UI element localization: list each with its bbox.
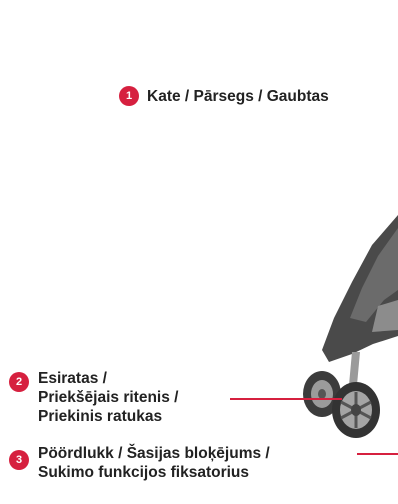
stroller-seat-panel — [372, 300, 398, 332]
callout-2-line-1: Esiratas / — [38, 370, 107, 387]
callout-3-number: 3 — [15, 454, 23, 466]
callout-1-badge: 1 — [119, 86, 139, 106]
stroller-seat-highlight — [350, 228, 398, 322]
callout-2-badge: 2 — [9, 372, 29, 392]
callout-2-label: Esiratas / Priekšējais ritenis / Priekin… — [38, 369, 178, 426]
callout-1-line-1: Kate / Pārsegs / Gaubtas — [147, 88, 329, 105]
callout-2-line-3: Priekinis ratukas — [38, 408, 163, 425]
front-wheel-rear — [303, 371, 341, 417]
callout-3-label: Pöördlukk / Šasijas bloķējums / Sukimo f… — [38, 444, 270, 482]
callout-1-label: Kate / Pārsegs / Gaubtas — [147, 87, 329, 106]
callout-2-line-2: Priekšējais ritenis / — [38, 389, 179, 406]
callout-3-badge: 3 — [9, 450, 29, 470]
front-wheel — [332, 382, 380, 438]
callout-3-line-1: Pöördlukk / Šasijas bloķējums / — [38, 445, 270, 462]
callout-3-line-2: Sukimo funkcijos fiksatorius — [38, 464, 250, 481]
callout-1-number: 1 — [125, 90, 133, 102]
callout-2-number: 2 — [15, 376, 23, 388]
